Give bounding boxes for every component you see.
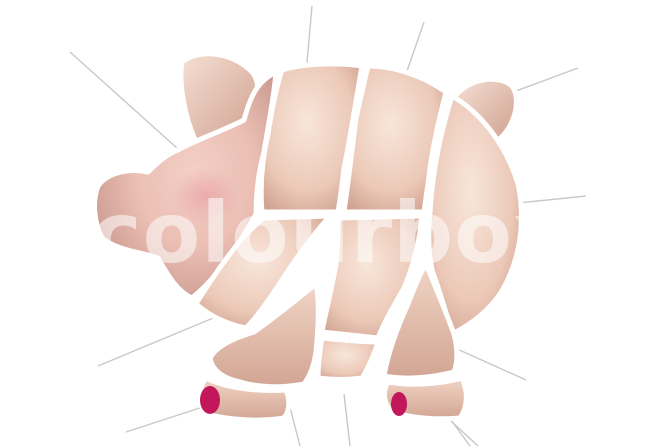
- leader-line: [126, 404, 212, 432]
- leader-line: [98, 316, 218, 366]
- flank-cut: [318, 338, 378, 380]
- leader-line: [344, 394, 350, 446]
- leader-line: [70, 52, 188, 158]
- hind-toe-nail: [391, 392, 407, 416]
- front-toe-nail: [200, 386, 220, 414]
- watermark: colourbox: [92, 184, 568, 282]
- leader-line: [455, 348, 526, 380]
